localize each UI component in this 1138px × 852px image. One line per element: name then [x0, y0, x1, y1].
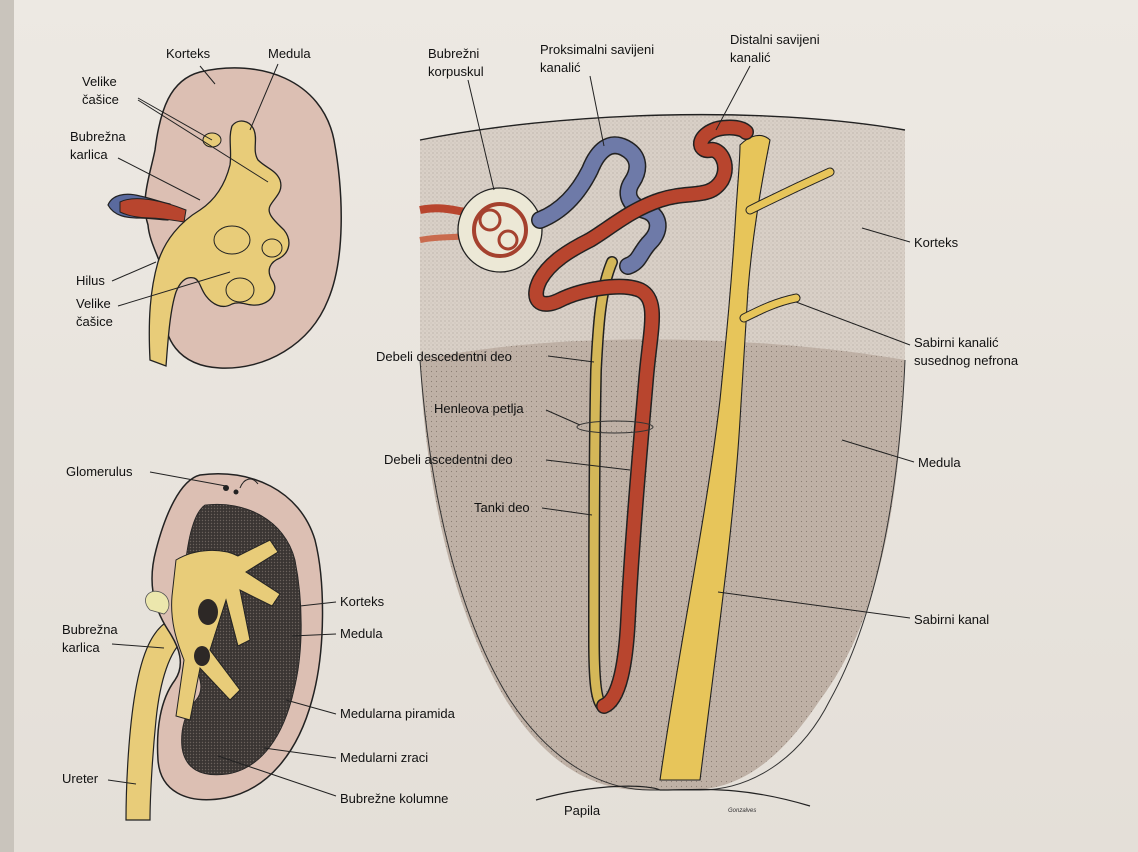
- label-distalni-b: kanalić: [730, 50, 771, 65]
- label-medula-bottom: Medula: [340, 626, 383, 641]
- label-tanki-deo: Tanki deo: [474, 500, 530, 515]
- label-sabirni-kanal: Sabirni kanal: [914, 612, 989, 627]
- leader-hilus: [112, 262, 156, 281]
- label-bubrezni-korpuskul-b: korpuskul: [428, 64, 484, 79]
- label-glomerulus: Glomerulus: [66, 464, 133, 479]
- label-korteks-bottom: Korteks: [340, 594, 385, 609]
- label-ureter: Ureter: [62, 771, 99, 786]
- label-papila: Papila: [564, 803, 601, 818]
- label-bubrezna-karlica-top-a: Bubrežna: [70, 129, 126, 144]
- label-korteks-top: Korteks: [166, 46, 211, 61]
- label-bubrezne-kolumne: Bubrežne kolumne: [340, 791, 448, 806]
- label-korteks-nephron: Korteks: [914, 235, 959, 250]
- renal-corpuscle: [458, 188, 542, 272]
- label-medularna-piramida: Medularna piramida: [340, 706, 456, 721]
- label-bubrezna-karlica-top-b: karlica: [70, 147, 108, 162]
- label-sabirni-kanalic-a: Sabirni kanalić: [914, 335, 999, 350]
- label-hilus: Hilus: [76, 273, 105, 288]
- label-distalni-a: Distalni savijeni: [730, 32, 820, 47]
- label-debeli-ascendentni: Debeli ascedentni deo: [384, 452, 513, 467]
- label-debeli-descendentni: Debeli descedentni deo: [376, 349, 512, 364]
- label-medula-nephron: Medula: [918, 455, 961, 470]
- label-henleova-petlja: Henleova petlja: [434, 401, 524, 416]
- label-sabirni-kanalic-b: susednog nefrona: [914, 353, 1019, 368]
- label-velike-casice-2b: čašice: [76, 314, 113, 329]
- kidney-section-diagram: Glomerulus Korteks Medula Bubrežna karli…: [62, 464, 456, 820]
- label-medularni-zraci: Medularni zraci: [340, 750, 428, 765]
- kidney-gross-diagram: Korteks Medula Velike čašice Bubrežna ka…: [70, 46, 341, 368]
- label-medula-top: Medula: [268, 46, 311, 61]
- artist-signature: Gonzalves: [728, 808, 756, 814]
- page-edge: [0, 0, 14, 852]
- label-proksimalni-a: Proksimalni savijeni: [540, 42, 654, 57]
- nephron-diagram: Bubrežni korpuskul Proksimalni savijeni …: [376, 32, 1019, 818]
- label-bubrezna-karlica-bottom-b: karlica: [62, 640, 100, 655]
- label-velike-casice-1b: čašice: [82, 92, 119, 107]
- label-bubrezna-karlica-bottom-a: Bubrežna: [62, 622, 118, 637]
- label-velike-casice-1a: Velike: [82, 74, 117, 89]
- label-velike-casice-2a: Velike: [76, 296, 111, 311]
- label-bubrezni-korpuskul-a: Bubrežni: [428, 46, 479, 61]
- label-proksimalni-b: kanalić: [540, 60, 581, 75]
